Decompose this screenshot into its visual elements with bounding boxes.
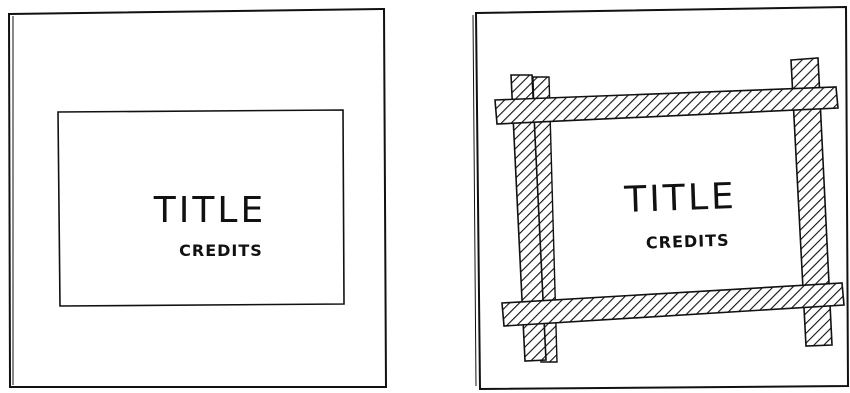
right-board-edge: [473, 15, 476, 386]
right-panel: TITLE CREDITS: [473, 7, 848, 389]
left-panel: TITLE CREDITS: [9, 9, 386, 387]
left-title-text: TITLE: [153, 190, 266, 231]
right-credits-text: CREDITS: [646, 231, 730, 253]
right-title-text: TITLE: [623, 176, 738, 221]
left-credits-text: CREDITS: [179, 241, 263, 260]
